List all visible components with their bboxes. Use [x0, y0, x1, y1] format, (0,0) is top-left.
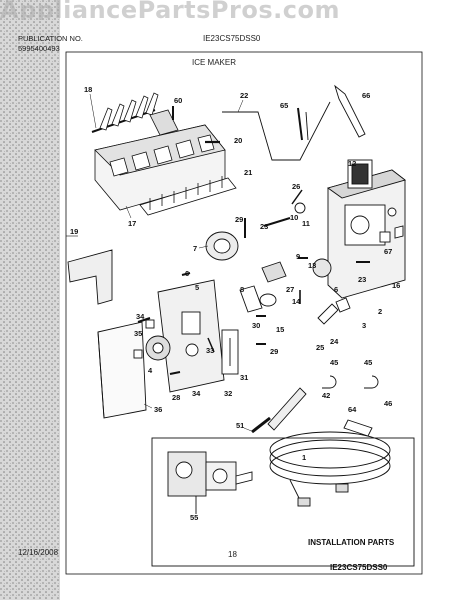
callout: 45 — [330, 358, 338, 367]
callout: 35 — [134, 329, 142, 338]
callout: 24 — [330, 337, 339, 346]
callout: 6 — [185, 269, 189, 278]
callout: 13 — [308, 261, 316, 270]
callout: 17 — [128, 219, 136, 228]
publication-label: PUBLICATION NO. — [18, 34, 83, 43]
callout: 23 — [260, 222, 268, 231]
callout: 16 — [392, 281, 400, 290]
callout: 34 — [136, 312, 145, 321]
shutoff-arm-parts — [222, 84, 366, 161]
fill-tube-and-clamps — [251, 375, 379, 437]
ice-mold-assembly — [91, 92, 237, 216]
diagram-frame — [65, 51, 423, 575]
callout: 60 — [174, 96, 182, 105]
ice-maker-housing — [326, 159, 406, 299]
callout: 29 — [270, 347, 278, 356]
callout: 21 — [244, 168, 252, 177]
callout: 11 — [302, 219, 310, 228]
callout: 14 — [292, 297, 301, 306]
motor-thermostat-parts — [205, 189, 370, 325]
mounting-plate-and-cover — [67, 249, 266, 419]
header-model: IE23CS75DSS0 — [203, 34, 261, 43]
callout: 30 — [252, 321, 260, 330]
callout: 9 — [296, 252, 300, 261]
callout: 25 — [316, 343, 324, 352]
callout: 15 — [276, 325, 284, 334]
callout: 5 — [195, 283, 199, 292]
footer-date: 12/16/2008 — [18, 548, 59, 557]
callout: 66 — [362, 91, 370, 100]
callout: 4 — [148, 366, 153, 375]
callout: 7 — [193, 244, 197, 253]
callout: 64 — [348, 405, 357, 414]
callout: 67 — [384, 247, 392, 256]
callout: 1 — [302, 453, 306, 462]
watermark: AppliancePartsPros.com — [0, 0, 340, 20]
callout: 10 — [290, 213, 298, 222]
callout: 3 — [362, 321, 366, 330]
callout: 19 — [70, 227, 78, 236]
section-title: ICE MAKER — [192, 58, 237, 67]
callout: 45 — [364, 358, 372, 367]
callout-numbers: 18 60 22 65 66 20 21 17 12 26 10 11 29 2… — [70, 85, 400, 522]
callout: 20 — [234, 136, 242, 145]
callout: 2 — [378, 307, 382, 316]
callout: 65 — [280, 101, 288, 110]
callout: 36 — [154, 405, 162, 414]
callout: 12 — [348, 159, 356, 168]
callout: 55 — [190, 513, 198, 522]
callout: 34 — [192, 389, 201, 398]
callout: 29 — [235, 215, 243, 224]
callout: 31 — [240, 373, 248, 382]
installation-parts-label: INSTALLATION PARTS — [308, 538, 395, 547]
callout: 22 — [240, 91, 248, 100]
callout: 28 — [172, 393, 180, 402]
publication-number: 5995400493 — [18, 44, 60, 53]
footer-page-number: 18 — [228, 550, 237, 559]
callout: 46 — [384, 399, 392, 408]
callout: 51 — [236, 421, 244, 430]
callout: 18 — [84, 85, 92, 94]
callout: 32 — [224, 389, 232, 398]
callout: 23 — [358, 275, 366, 284]
callout: 42 — [322, 391, 330, 400]
callout: 8 — [240, 285, 244, 294]
callout: 26 — [292, 182, 300, 191]
callout: 33 — [206, 346, 214, 355]
callout: 27 — [286, 285, 294, 294]
installation-parts-box — [151, 431, 415, 567]
callout: 6 — [334, 285, 338, 294]
model-footer-label: IE23CS75DSS0 — [330, 563, 388, 572]
